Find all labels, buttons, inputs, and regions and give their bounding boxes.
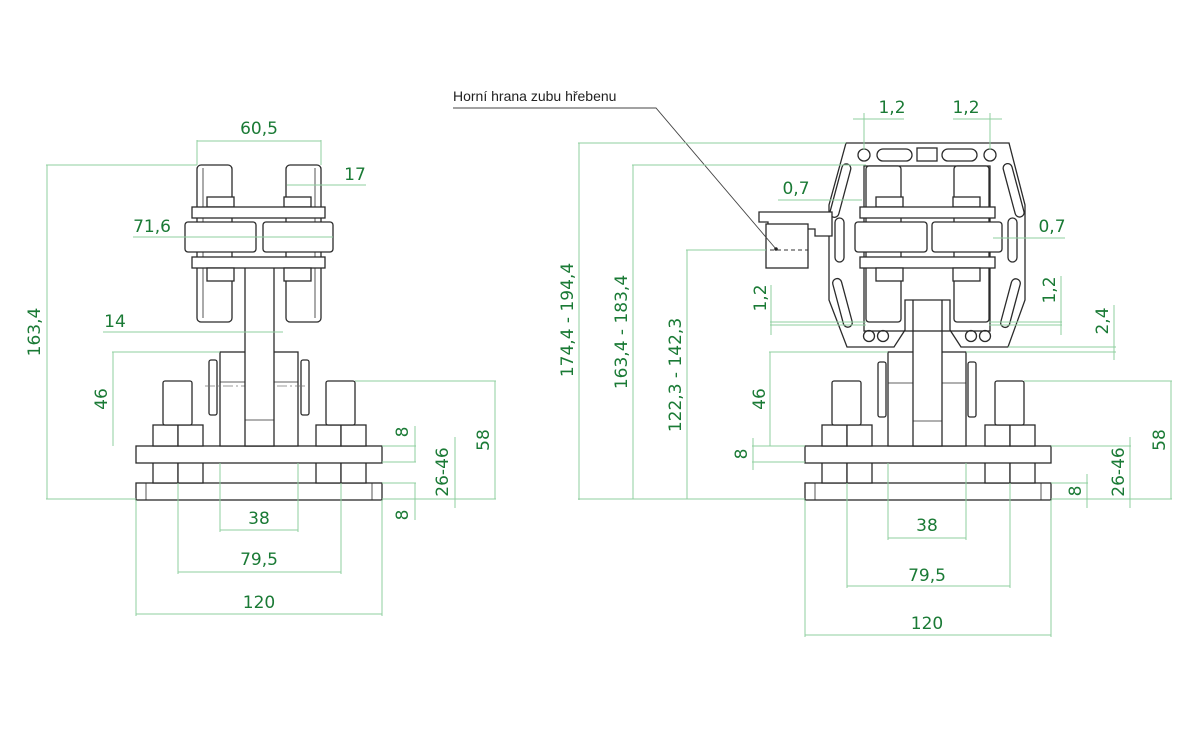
rack-top-edge-note: Horní hrana zubu hřebenu [453,88,616,104]
left-dimensions: 60,5 17 71,6 14 163,4 46 8 [25,119,496,616]
dim-roller-width: 71,6 [133,217,171,237]
dim-base-width: 120 [243,593,275,613]
dim-right-plate-top: 8 [732,449,752,460]
dim-wheel-width: 17 [344,165,366,185]
left-base-plate [135,482,383,501]
dim-height-range-3: 122,3 - 142,3 [666,318,686,432]
right-bolts [831,380,1025,426]
right-mid-plate [804,445,1052,464]
dim-right-bolt-spacing: 79,5 [908,566,946,586]
dim-base-height: 58 [474,429,494,451]
dim-height-range-1: 174,4 - 194,4 [558,263,578,377]
right-lower-nuts [821,461,1036,484]
dim-right-plate-bottom: 8 [1066,486,1086,497]
right-rack [758,211,833,269]
dim-upper-height: 46 [92,388,112,410]
dim-gap-right-bottom: 1,2 [1040,276,1060,303]
dim-top-width: 60,5 [240,119,278,139]
left-bolts [162,380,356,426]
dim-plate-bottom: 8 [393,510,413,521]
right-view: Horní hrana zubu hřebenu 1,2 1,2 0,7 0,7… [453,88,1172,637]
dim-right-adjust-range: 26-46 [1109,447,1129,496]
left-post [244,265,275,447]
right-upper-nuts [821,424,1036,447]
dim-height-range-2: 163,4 - 183,4 [612,275,632,389]
dim-clearance-left: 0,7 [782,179,809,199]
dim-gap-left-top: 1,2 [878,98,905,118]
dim-right-base-height: 58 [1150,429,1170,451]
dim-clearance-right: 0,7 [1038,217,1065,237]
right-base-plate [804,482,1052,501]
right-roller-assembly [854,165,1003,323]
dim-post-width: 14 [104,312,126,332]
dim-right-upper-height: 46 [750,388,770,410]
left-mid-plate [135,445,383,464]
rack-note: Horní hrana zubu hřebenu [453,88,778,251]
dim-bolt-spacing: 79,5 [240,550,278,570]
dim-right-base-width: 120 [911,614,943,634]
left-view: 60,5 17 71,6 14 163,4 46 8 [25,119,496,616]
left-lower-nuts [152,461,367,484]
dim-gap-right-top: 1,2 [952,98,979,118]
dim-frame-gap: 2,4 [1093,307,1113,334]
dim-total-height: 163,4 [25,308,45,357]
dim-right-inner-width: 38 [916,516,938,536]
dim-inner-width: 38 [248,509,270,529]
right-dimensions: 1,2 1,2 0,7 0,7 174,4 - 194,4 163,4 - 18… [558,98,1172,637]
dim-adjust-range: 26-46 [433,447,453,496]
left-roller-assembly [184,196,334,282]
dim-plate-top: 8 [393,427,413,438]
dim-gap-left-bottom: 1,2 [751,284,771,311]
